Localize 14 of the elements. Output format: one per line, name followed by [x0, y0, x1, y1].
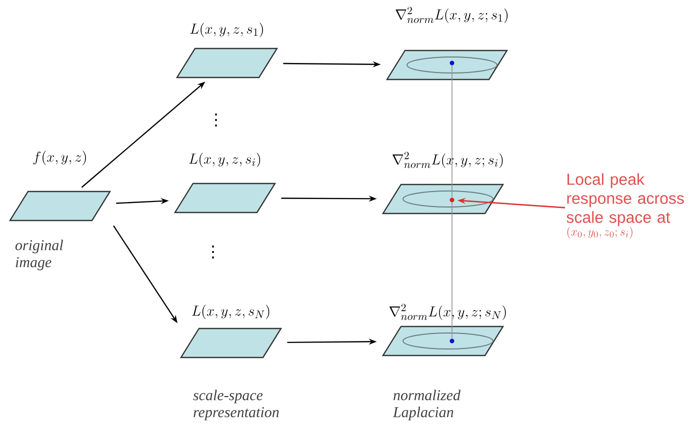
annotation-text: Local peak response across scale space at [566, 173, 684, 226]
column-caption: normalized Laplacian [392, 390, 461, 420]
node-label: $\nabla^2_{norm}L(x,y,z;s_N)$ [389, 304, 506, 320]
node-label: $L(x,y,z,s_1)$ [190, 22, 263, 38]
ellipsis-dots: ⋮ [212, 246, 214, 258]
node-label: $L(x,y,z,s_N)$ [192, 304, 270, 320]
node-label: $\nabla^2_{norm}L(x,y,z;s_i)$ [392, 152, 503, 168]
node-label: $L(x,y,z,s_i)$ [189, 152, 260, 168]
node-label: $f(x,y,z)$ [33, 150, 86, 166]
column-caption: scale-space representation [193, 390, 279, 420]
node-label: original image [15, 240, 64, 270]
coordinate-formula: $(x_0,y_0,z_0;s_i)$ [567, 226, 632, 239]
node-label: $\nabla^2_{norm}L(x,y,z;s_1)$ [396, 6, 508, 24]
ellipsis-dots: ⋮ [215, 114, 217, 126]
